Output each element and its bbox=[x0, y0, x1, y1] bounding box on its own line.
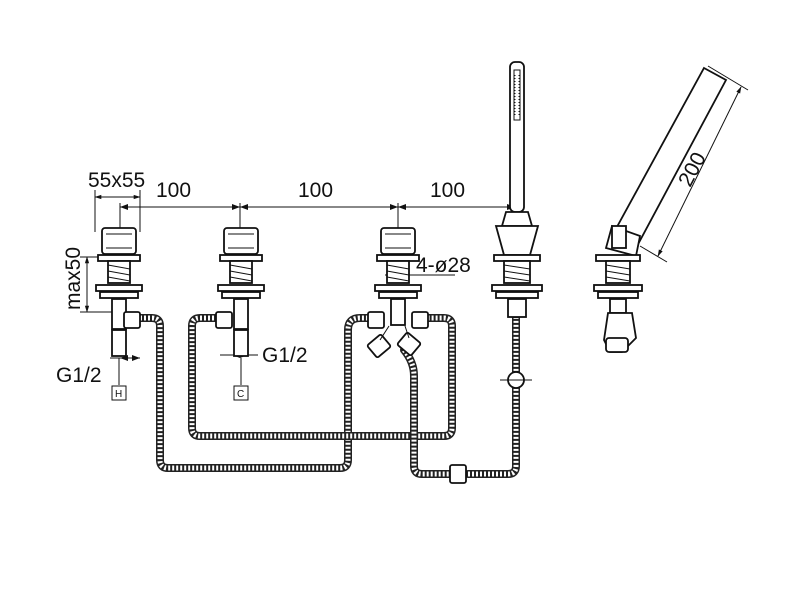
hot-marker: H bbox=[111, 385, 127, 401]
cold-marker-label: C bbox=[237, 389, 244, 400]
spacing-label-1: 100 bbox=[156, 179, 191, 202]
handshower-holder bbox=[449, 61, 543, 484]
holes-label: 4-ø28 bbox=[416, 254, 471, 277]
handshower-side-view bbox=[593, 66, 728, 353]
square-size-label: 55x55 bbox=[88, 169, 145, 192]
diverter-valve bbox=[366, 227, 429, 358]
thread-label-hot: G1/2 bbox=[56, 364, 102, 387]
hot-valve bbox=[95, 227, 143, 385]
height-label: max50 bbox=[62, 247, 85, 310]
spacing-label-3: 100 bbox=[430, 179, 465, 202]
thread-label-cold: G1/2 bbox=[262, 344, 308, 367]
spacing-label-2: 100 bbox=[298, 179, 333, 202]
cold-marker: C bbox=[233, 385, 249, 401]
cold-valve bbox=[215, 227, 265, 385]
hot-marker-label: H bbox=[115, 389, 122, 400]
braided-hoses bbox=[128, 314, 520, 478]
